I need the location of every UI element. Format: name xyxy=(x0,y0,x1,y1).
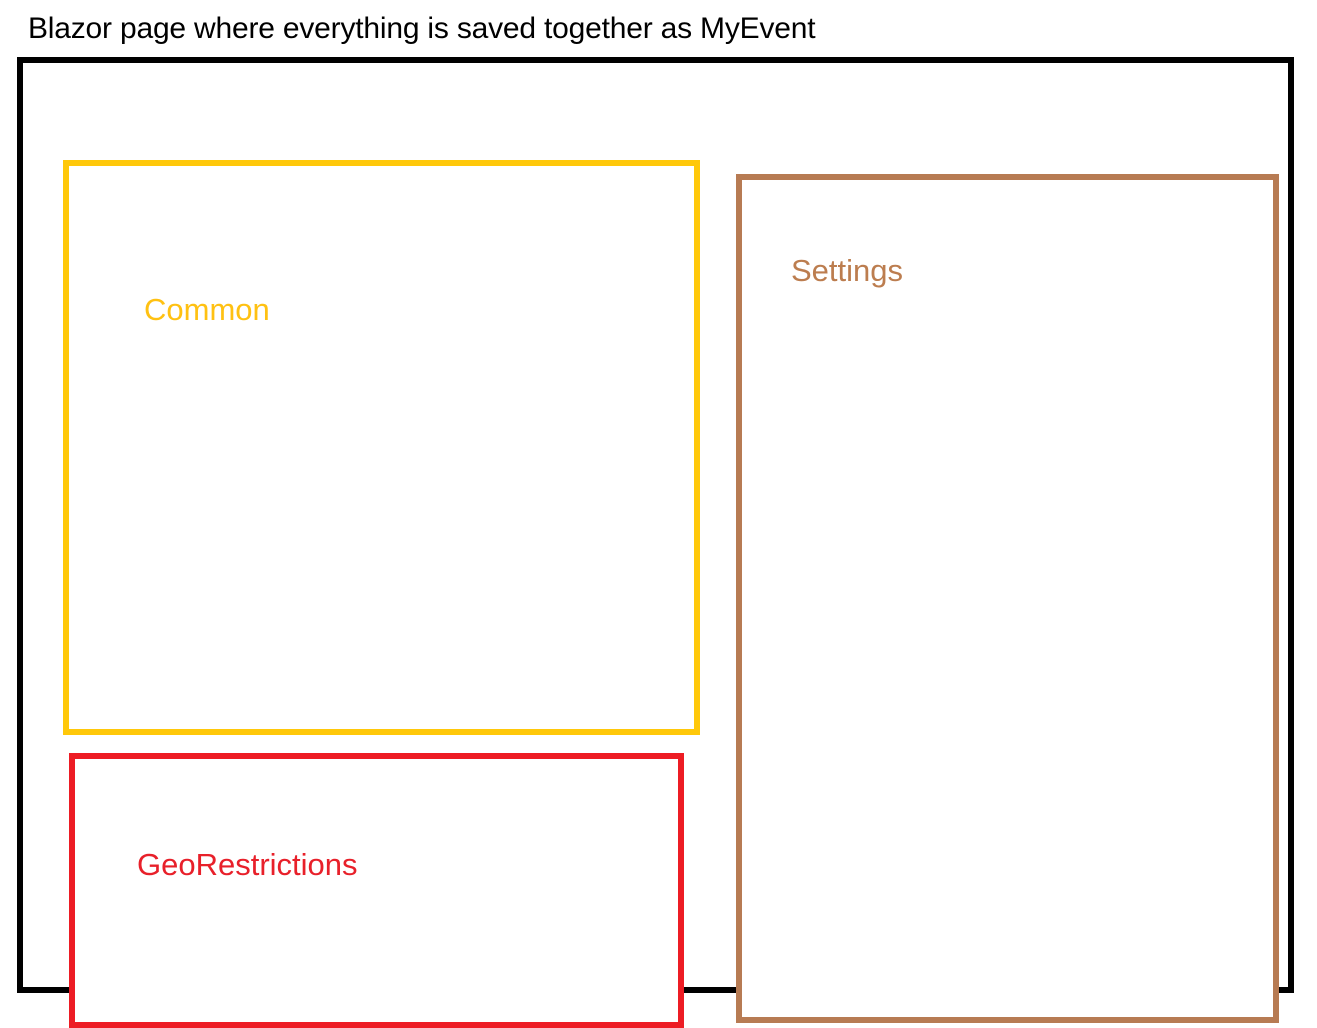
region-common[interactable]: Common xyxy=(63,160,700,735)
region-georestrictions[interactable]: GeoRestrictions xyxy=(69,753,684,1028)
region-settings[interactable]: Settings xyxy=(736,174,1279,1023)
region-georestrictions-label: GeoRestrictions xyxy=(137,847,358,882)
page-title: Blazor page where everything is saved to… xyxy=(28,12,816,45)
region-common-label: Common xyxy=(144,292,270,327)
page-frame: Common GeoRestrictions Settings xyxy=(17,57,1294,1028)
region-settings-label: Settings xyxy=(791,253,904,288)
